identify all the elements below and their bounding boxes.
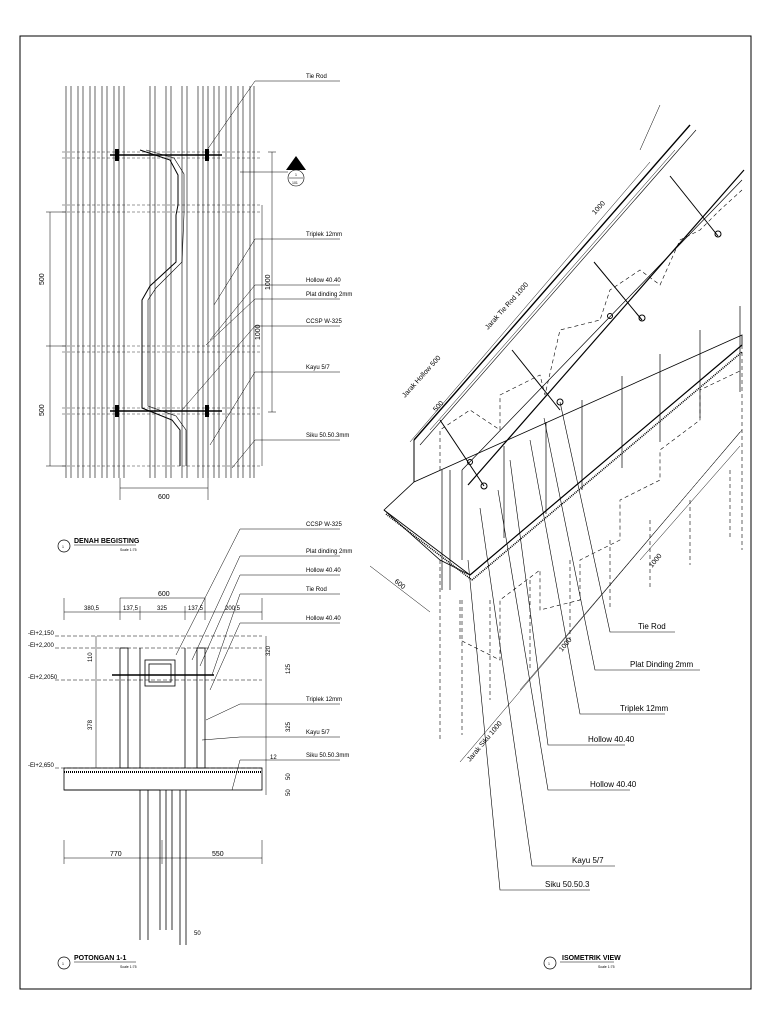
section-label-siku: Siku 50.50.3mm	[306, 753, 349, 759]
iso-label-hollow1: Hollow 40.40	[588, 735, 635, 744]
iso-slab	[383, 334, 743, 581]
section-label-kayu: Kayu 5/7	[306, 730, 330, 736]
iso-leaders	[467, 401, 700, 891]
section-leaders	[175, 528, 340, 791]
plan-leaders	[181, 80, 340, 469]
section-view: CCSP W-325 Plat dinding 2mm Hollow 40.40…	[28, 522, 352, 970]
section-label-ccsp: CCSP W-325	[306, 522, 342, 528]
plan-dim-1000b: 1000	[255, 324, 262, 340]
plan-horizontal-gridlines	[62, 151, 262, 467]
plan-section-mark	[240, 156, 306, 187]
section-slab	[63, 767, 263, 791]
plan-tie-rod-bolts	[110, 154, 222, 412]
section-dim-380: 380,5	[84, 606, 100, 612]
section-dim-125: 125	[286, 663, 292, 674]
section-dim-325v: 325	[286, 721, 292, 732]
section-elev-1: -El+2,150	[28, 631, 55, 637]
section-title-block	[57, 956, 136, 970]
iso-dim-500: 500	[432, 400, 445, 413]
plan-label-tie-rod: Tie Rod	[306, 74, 327, 80]
iso-dim-1000-top: 1000	[591, 200, 607, 216]
plan-sheet-pile-profile-inner	[145, 149, 187, 466]
section-elev-3: -El+2,2050	[28, 675, 58, 681]
section-dim-600: 600	[158, 591, 170, 598]
section-title: POTONGAN 1-1	[74, 955, 126, 962]
iso-title-block	[543, 956, 614, 970]
iso-dim-1000-right: 1000	[648, 553, 663, 570]
plan-dim-1000a: 1000	[265, 274, 272, 290]
plan-section-mark-ref: 101	[292, 181, 298, 185]
section-label-plat: Plat dinding 2mm	[306, 549, 352, 555]
section-pile	[64, 789, 187, 945]
plan-section-mark-num: 1	[295, 173, 297, 177]
plan-dim-500b: 500	[39, 404, 46, 416]
plan-dim-500a: 500	[39, 273, 46, 285]
plan-label-kayu: Kayu 5/7	[306, 365, 330, 371]
plan-title-block	[57, 539, 136, 553]
plan-bolt-heads	[115, 149, 209, 417]
iso-title: ISOMETRIK VIEW	[562, 955, 621, 962]
plan-sheet-pile-profile	[139, 149, 181, 466]
iso-dim-jarak-tie: Jarak Tie Rod 1000	[484, 281, 530, 331]
plan-title: DENAH BEGISTING	[74, 538, 140, 545]
iso-top-plate	[413, 124, 745, 486]
iso-wall-panels	[441, 179, 743, 590]
iso-dim-jarak-hollow: Jarak Hollow 500	[401, 355, 442, 400]
plan-dim-600: 600	[158, 494, 170, 501]
section-scale: Scale 1:75	[120, 965, 137, 969]
iso-label-plat: Plat Dinding 2mm	[630, 660, 693, 669]
section-dim-550: 550	[212, 851, 224, 858]
section-dim-110: 110	[88, 652, 94, 662]
plan-title-number: 1	[62, 545, 64, 549]
plan-label-hollow: Hollow 40.40	[306, 278, 341, 284]
section-elev-2: -El+2,200	[28, 643, 55, 649]
plan-view: 500 500 600 1000 1000 1 101 Tie Rod Trip…	[39, 74, 352, 553]
section-dim-137b: 137,5	[188, 606, 204, 612]
plan-label-triplek: Triplek 12mm	[306, 232, 342, 238]
plan-label-ccsp: CCSP W-325	[306, 319, 342, 325]
iso-label-triplek: Triplek 12mm	[620, 704, 668, 713]
iso-dashed-profile	[439, 189, 743, 740]
section-elev-4: -El+2,650	[28, 763, 55, 769]
section-dim-320: 320	[266, 645, 272, 656]
iso-scale: Scale 1:75	[598, 965, 615, 969]
section-dim-378: 378	[88, 719, 94, 730]
iso-label-hollow2: Hollow 40.40	[590, 780, 637, 789]
iso-dim-600: 600	[393, 578, 407, 591]
plan-label-siku: Siku 50.50.3mm	[306, 433, 349, 439]
iso-dim-1000-mid: 1000	[558, 637, 573, 654]
plan-dimensions	[46, 151, 276, 500]
sheet-border	[19, 35, 752, 990]
plan-label-plat: Plat dinding 2mm	[306, 292, 352, 298]
section-label-hollow1: Hollow 40.40	[306, 568, 341, 574]
section-dim-50b: 50	[286, 789, 292, 796]
section-dim-137a: 137,5	[123, 606, 139, 612]
section-walls	[119, 647, 206, 769]
iso-label-kayu: Kayu 5/7	[572, 856, 604, 865]
section-elevation-lines	[55, 635, 262, 769]
section-dimension-lines	[63, 597, 267, 864]
iso-title-number: 1	[548, 962, 550, 966]
iso-dim-lines	[369, 104, 743, 763]
section-dim-770: 770	[110, 851, 122, 858]
iso-dim-jarak-siku: Jarak Siku 1000	[466, 720, 504, 763]
section-title-number: 1	[62, 962, 64, 966]
section-dim-50c: 50	[194, 931, 201, 937]
iso-tie-rods	[439, 175, 722, 490]
section-dim-200: 200,5	[225, 606, 241, 612]
section-label-hollow2: Hollow 40.40	[306, 616, 341, 622]
section-dim-12: 12	[270, 755, 277, 761]
section-dim-325: 325	[157, 606, 168, 612]
iso-view: Tie Rod Plat Dinding 2mm Triplek 12mm Ho…	[369, 104, 745, 970]
section-dim-50a: 50	[286, 773, 292, 780]
iso-label-tie-rod: Tie Rod	[638, 622, 666, 631]
iso-label-siku: Siku 50.50.3	[545, 880, 590, 889]
section-label-tie-rod: Tie Rod	[306, 587, 327, 593]
section-label-triplek: Triplek 12mm	[306, 697, 342, 703]
plan-scale: Scale 1:75	[120, 548, 137, 552]
